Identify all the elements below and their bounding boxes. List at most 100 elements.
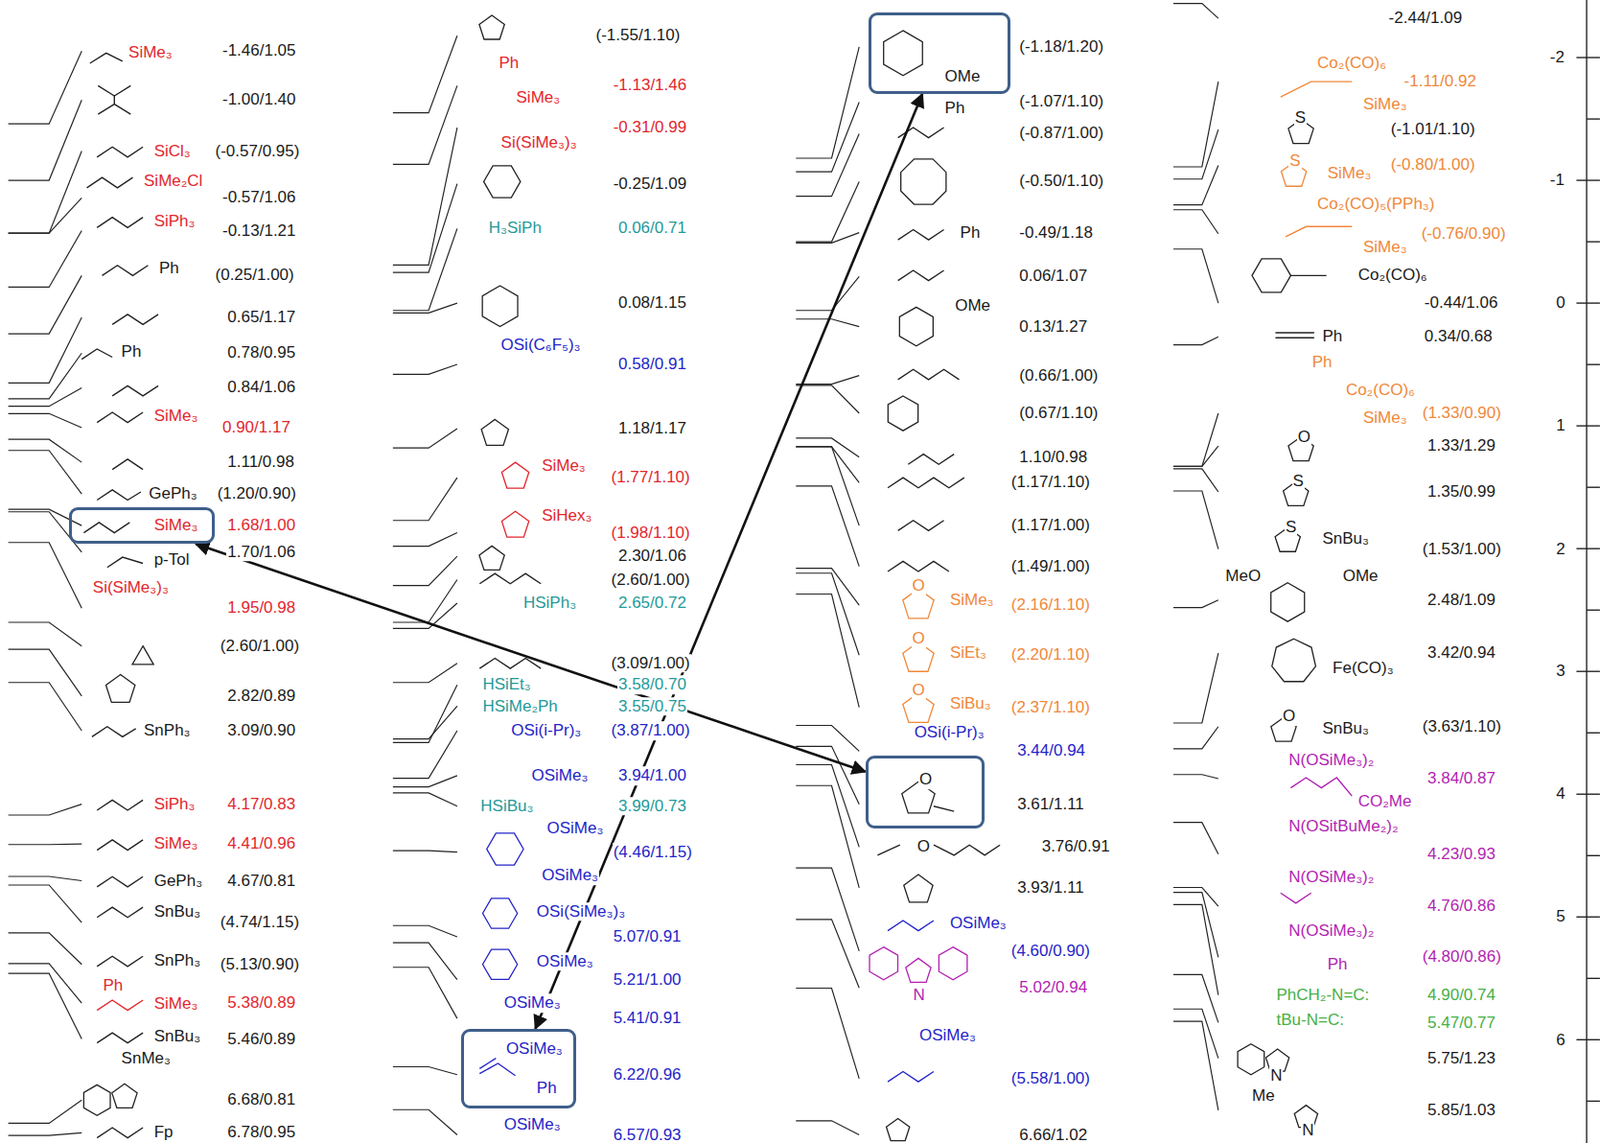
substituent-label: N(OSiMe₃)₂ [1287,868,1375,888]
chain [96,839,143,851]
ring [132,646,154,665]
scale-leader [8,1099,83,1123]
value-label: 2.48/1.09 [1426,590,1497,610]
ring [1237,1043,1265,1075]
scale-leader [393,85,458,164]
value-label: 0.08/1.15 [617,293,688,313]
substituent-label: OSiMe₃ [540,865,600,885]
double-arrow [534,93,923,1029]
axis-label: 0 [1554,293,1566,313]
value-label: (-0.87/1.00) [1018,124,1105,144]
scale-leader [1173,445,1219,466]
substituent-label: tBu-N=C: [1275,1011,1345,1031]
substituent-label: N(OSiMe₃)₂ [1287,750,1375,770]
scale-leader [795,101,859,172]
scale-leader [8,99,83,181]
scale-leader [393,1109,458,1135]
axis-label: 4 [1554,784,1566,804]
value-label: 5.38/0.89 [226,994,297,1014]
scale-leader [1173,887,1219,907]
chain [933,806,954,812]
scale-leader [1173,652,1219,723]
axis-line [1585,0,1587,1143]
value-label: -1.00/1.40 [221,91,298,111]
scale-leader [795,764,859,847]
scale-leader [1173,249,1219,303]
value-label: 2.65/0.72 [617,593,688,613]
chain [96,906,143,918]
axis-tick [1576,793,1600,795]
chain [479,1058,496,1069]
value-label: 6.68/0.81 [226,1090,297,1111]
value-label: (1.20/0.90) [216,484,298,504]
value-label: 1.11/0.98 [226,452,296,472]
ring [887,395,918,431]
substituent-label: Ph [1311,352,1334,372]
axis-tick [1576,1039,1600,1041]
substituent-label: SnMe₃ [120,1048,172,1068]
substituent-label: N(OSiMe₃)₂ [1287,921,1375,941]
substituent-label: SnBu₃ [153,1027,203,1047]
substituent-label: HSiBu₃ [479,796,534,816]
scale-leader [8,231,83,288]
chain [96,799,143,811]
scale-leader [795,385,859,414]
scale-leader [393,705,458,739]
value-label: 4.17/0.83 [226,794,297,814]
substituent-label: Co₂(CO)₆ [1344,380,1416,400]
substituent-label: Fe(CO)₃ [1331,658,1395,678]
substituent-label: S [1284,518,1298,538]
chain [877,844,900,856]
substituent-label: SiMe₃ [1326,163,1373,184]
value-label: 3.93/1.11 [1016,878,1086,898]
scale-leader [795,486,859,567]
ring [883,30,924,76]
chain [96,955,143,967]
chain [87,177,134,188]
chain [81,348,113,360]
substituent-label: O [1281,706,1297,726]
substituent-label: MeO [1224,567,1262,587]
substituent-label: OSiMe₃ [530,765,589,786]
substituent-label: SiBu₃ [949,695,993,715]
scale-leader [795,594,859,708]
scale-leader [1173,164,1219,205]
chain [479,657,541,669]
scale-leader [393,850,458,853]
scale-leader [795,46,859,159]
rings [83,15,1318,1141]
value-label: 0.06/1.07 [1018,267,1089,287]
chains [81,52,1352,1137]
scale-leader [393,127,458,265]
axis-label: 2 [1554,539,1566,559]
chain [1275,337,1314,339]
chain [90,52,123,64]
value-label: (2.60/1.00) [219,636,301,656]
substituent-label: Ph [1321,326,1344,347]
value-label: (0.66/1.00) [1018,366,1099,386]
scale-leader [1173,490,1219,550]
value-label: -0.57/1.06 [221,188,298,209]
substituent-label: O [911,576,927,596]
chain [112,385,159,396]
node-text: O [918,769,933,789]
scale-leader [393,184,458,274]
scale-leader [393,967,458,1019]
substituent-label: OSi(i-Pr)₃ [510,720,582,741]
scale-leader [393,775,458,788]
value-label: (4.60/0.90) [1010,941,1091,961]
axis-tick [1576,179,1600,181]
substituent-label: SiHex₃ [540,506,593,526]
substituent-label: GePh₃ [153,871,204,891]
substituent-label: SiEt₃ [949,643,988,663]
value-label: 1.70/1.06 [226,542,297,562]
axis-tick [1586,977,1600,979]
axis-tick [1586,1100,1600,1102]
ring [501,510,529,537]
value-label: (2.37/1.10) [1010,697,1091,718]
scale-leader [1173,468,1219,492]
scale-leader [8,973,83,1039]
ring [483,898,518,928]
substituent-label: SiMe₃ [153,834,200,854]
chain [898,369,960,380]
